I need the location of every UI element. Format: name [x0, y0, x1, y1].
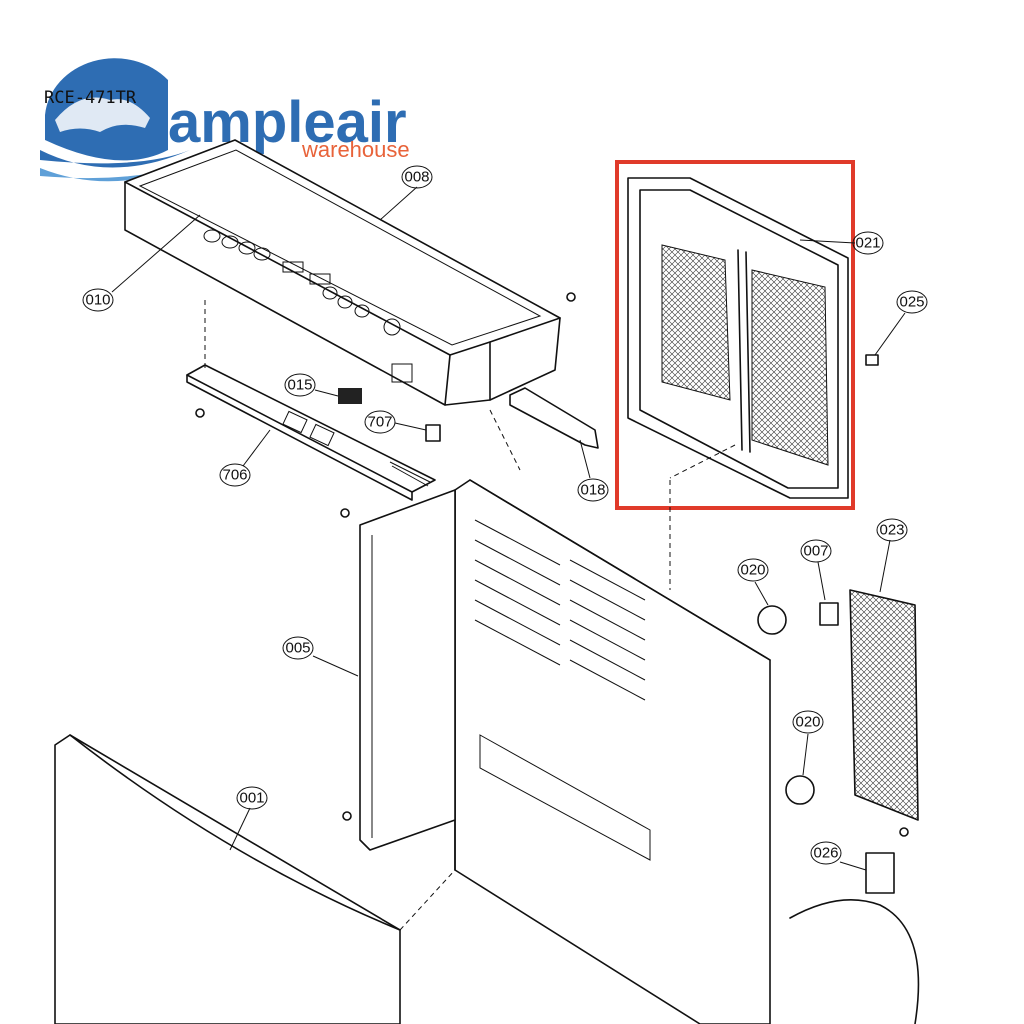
callout-bubble — [284, 373, 316, 397]
part-label: 023 — [879, 522, 904, 539]
callout-bubble — [577, 478, 609, 502]
front-panel-001 — [54, 734, 401, 1024]
callout-bubble — [852, 231, 884, 255]
part-label: 010 — [85, 292, 110, 309]
part-label: 020 — [740, 562, 765, 579]
callout-bubble — [282, 636, 314, 660]
model-number: RCE-471TR — [44, 88, 137, 108]
brand-name: ampleair — [168, 90, 407, 155]
motor-020-bottom — [785, 775, 815, 805]
part-label: 015 — [287, 377, 312, 394]
power-cord — [789, 899, 920, 1024]
part-label: 007 — [803, 543, 828, 560]
part-callouts: 008 010 021 025 015 707 018 706 023 020 … — [82, 165, 928, 871]
callout-bubble — [876, 518, 908, 542]
callout-bubble — [800, 539, 832, 563]
control-pcb — [186, 364, 436, 501]
filter-frame-021 — [627, 177, 849, 499]
part-label: 025 — [899, 294, 924, 311]
callout-bubble — [792, 710, 824, 734]
part-label: 005 — [285, 640, 310, 657]
callout-bubble — [896, 290, 928, 314]
callout-bubble — [364, 410, 396, 434]
side-panel-005 — [359, 489, 456, 851]
motor-020-top — [757, 605, 787, 635]
switch-007 — [819, 602, 839, 626]
callout-bubble — [737, 558, 769, 582]
ampleair-logo: RCE-471TR ampleair warehouse — [40, 58, 410, 182]
part-label: 026 — [813, 845, 838, 862]
connector-026 — [865, 852, 895, 894]
assembly-lines — [204, 300, 736, 931]
callout-bubble — [401, 165, 433, 189]
filter-023 — [849, 589, 919, 821]
screws — [195, 292, 909, 837]
callout-bubble — [82, 288, 114, 312]
callout-bubble — [236, 786, 268, 810]
control-panel-housing — [124, 139, 561, 406]
part-label: 706 — [222, 467, 247, 484]
part-label: 021 — [855, 235, 880, 252]
bracket-018 — [509, 387, 599, 449]
part-label: 018 — [580, 482, 605, 499]
main-chassis — [454, 479, 771, 1024]
callout-bubble — [810, 841, 842, 865]
part-label: 707 — [367, 414, 392, 431]
part-label: 001 — [239, 790, 264, 807]
callout-bubble — [219, 463, 251, 487]
switch-707 — [425, 424, 441, 442]
highlight-box — [615, 160, 855, 510]
part-label: 020 — [795, 714, 820, 731]
brand-sub: warehouse — [301, 137, 410, 162]
part-label: 008 — [404, 169, 429, 186]
